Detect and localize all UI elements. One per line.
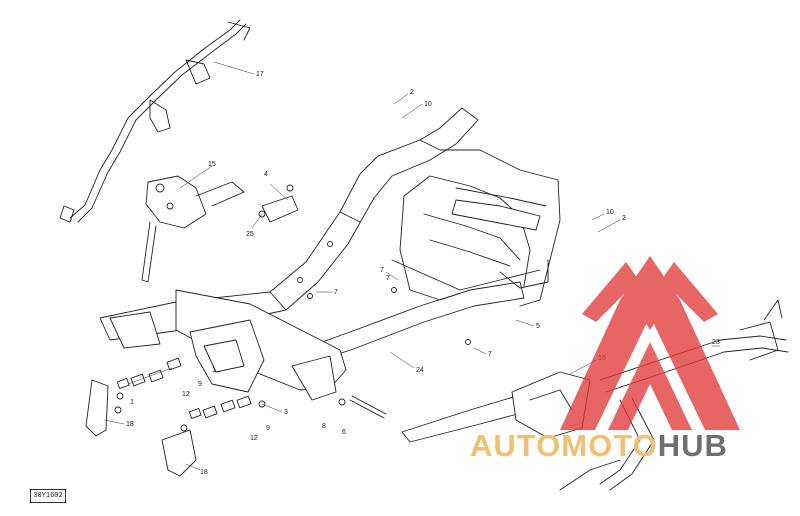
watermark-word-auto: AUTOMOTO <box>470 428 658 463</box>
part-upper-tube <box>59 19 251 223</box>
callout-5: 5 <box>536 323 540 330</box>
callout-3: 3 <box>284 409 288 416</box>
leader-lines <box>103 61 720 471</box>
part-small-bracket <box>258 184 299 223</box>
callout-1a: 1 <box>212 367 216 374</box>
callout-17: 17 <box>256 71 264 78</box>
callout-18b: 18 <box>200 469 208 476</box>
part-main-frame <box>99 107 561 401</box>
callout-23: 23 <box>712 339 720 346</box>
callout-6: 6 <box>342 429 346 436</box>
reference-code-box: 30Y1602 <box>30 489 66 503</box>
callout-4: 4 <box>264 171 268 178</box>
callout-8: 8 <box>322 423 326 430</box>
callout-7c: 7 <box>386 275 390 282</box>
callout-10b: 10 <box>606 209 614 216</box>
callout-2: 2 <box>410 89 414 96</box>
watermark-text: AUTOMOTOHUB <box>470 428 728 464</box>
callout-1b: 1 <box>130 399 134 406</box>
callout-18a: 18 <box>126 421 134 428</box>
callout-10: 10 <box>424 101 432 108</box>
callout-7a: 7 <box>334 289 338 296</box>
callout-24: 24 <box>416 367 424 374</box>
callout-12b: 12 <box>250 435 258 442</box>
watermark-word-hub: HUB <box>657 428 728 463</box>
callout-labels: 17 15 2 10 4 25 7 7 10 2 7 5 7 24 16 23 … <box>126 71 720 476</box>
callout-12a: 12 <box>182 391 190 398</box>
watermark-logo <box>560 256 740 430</box>
callout-15: 15 <box>208 161 216 168</box>
callout-7d: 7 <box>488 351 492 358</box>
callout-9a: 9 <box>198 381 202 388</box>
callout-9b: 9 <box>266 425 270 432</box>
callout-7b: 7 <box>380 267 384 274</box>
callout-2b: 2 <box>622 215 626 222</box>
part-seat-bracket <box>141 175 245 283</box>
callout-25: 25 <box>246 231 254 238</box>
